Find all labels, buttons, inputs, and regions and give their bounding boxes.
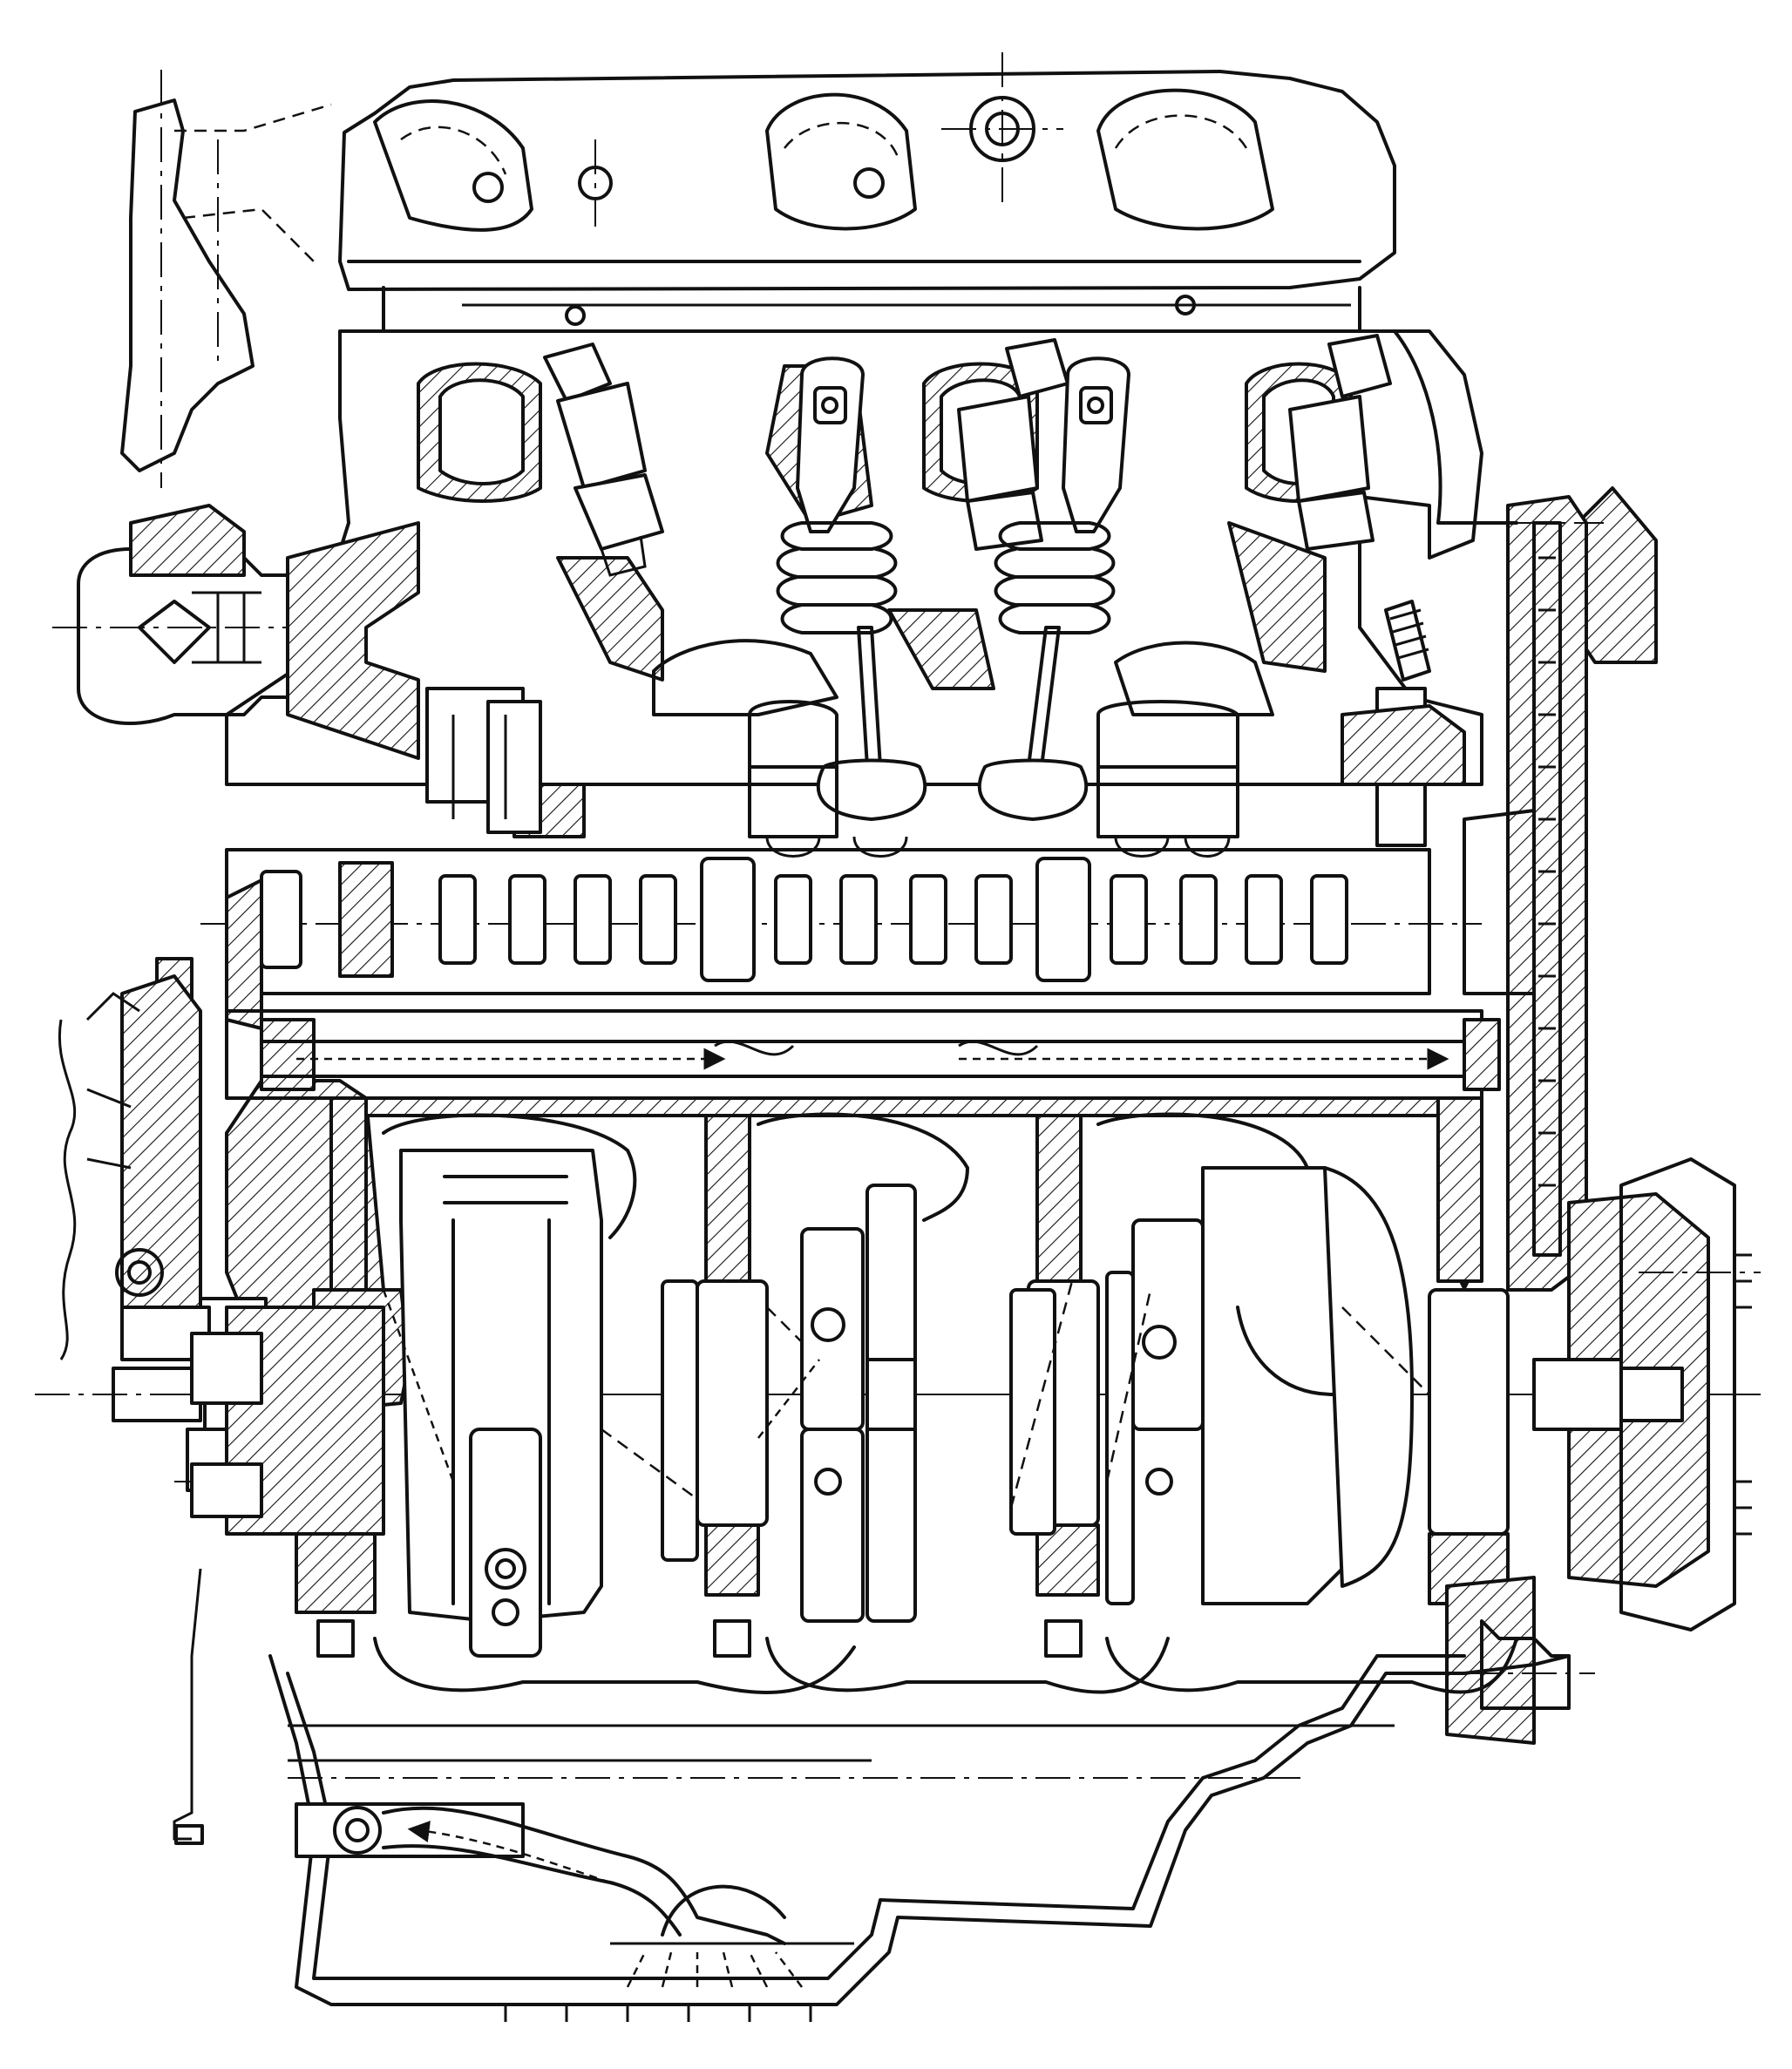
valve-spring-1: [776, 521, 898, 634]
valvetrain: [748, 356, 1239, 858]
cylinder-block: [225, 1009, 1501, 1292]
oil-pan: [268, 1637, 1571, 2022]
timing-chain-cover: [1445, 495, 1761, 1745]
oil-pickup: [295, 1802, 854, 1988]
injector-3: [1288, 334, 1392, 551]
valve-1: [816, 626, 927, 821]
rocker-arm-1: [796, 356, 865, 533]
injector-2: [957, 338, 1069, 551]
injector-1: [543, 343, 664, 577]
cam-lobes: [260, 857, 1348, 982]
valve-2: [977, 626, 1089, 821]
fuel-injectors: [543, 334, 1431, 847]
camshaft: [200, 687, 1482, 995]
rear-block-wall: [1341, 329, 1595, 1710]
rocker-arm-2: [1062, 356, 1130, 533]
intake-manifold: [120, 52, 1396, 488]
crankshaft: [174, 1149, 1761, 1658]
valve-spring-2: [994, 521, 1116, 634]
